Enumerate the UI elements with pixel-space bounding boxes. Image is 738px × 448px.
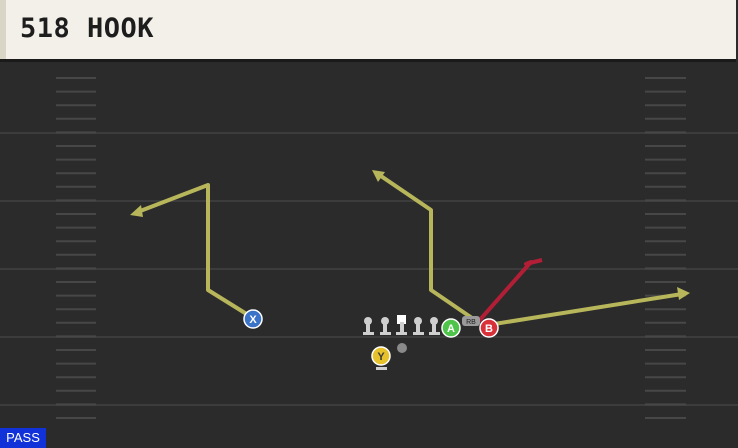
lineman — [363, 317, 374, 335]
a-route — [376, 172, 474, 320]
a-button-label: A — [447, 323, 455, 335]
lineman — [380, 317, 391, 335]
a-route-arrowhead — [372, 170, 385, 182]
center — [396, 315, 407, 335]
play-title-bar: 518 HOOK — [0, 0, 736, 59]
b-button-icon[interactable]: B — [479, 318, 499, 338]
rb-tag — [462, 316, 480, 326]
hash-marks-left — [56, 77, 96, 419]
lineman — [413, 317, 424, 335]
b-route-arrowhead — [677, 287, 690, 300]
hash-marks-right — [645, 77, 686, 419]
lineman — [429, 317, 440, 335]
x-button-icon[interactable]: X — [243, 309, 263, 329]
play-name: 518 HOOK — [20, 13, 155, 44]
b-route — [487, 292, 683, 327]
x-route-arrowhead — [130, 205, 143, 217]
hot-route — [476, 258, 543, 324]
a-button-icon[interactable]: A — [441, 318, 461, 338]
rb-tag-label: RB — [466, 319, 476, 326]
y-button-label: Y — [377, 351, 385, 363]
b-button-label: B — [485, 323, 493, 335]
y-button-icon[interactable]: Y — [371, 346, 391, 370]
x-route — [134, 183, 255, 320]
quarterback-marker — [397, 343, 407, 353]
x-button-label: X — [249, 314, 257, 326]
play-type-badge: PASS — [0, 428, 46, 448]
